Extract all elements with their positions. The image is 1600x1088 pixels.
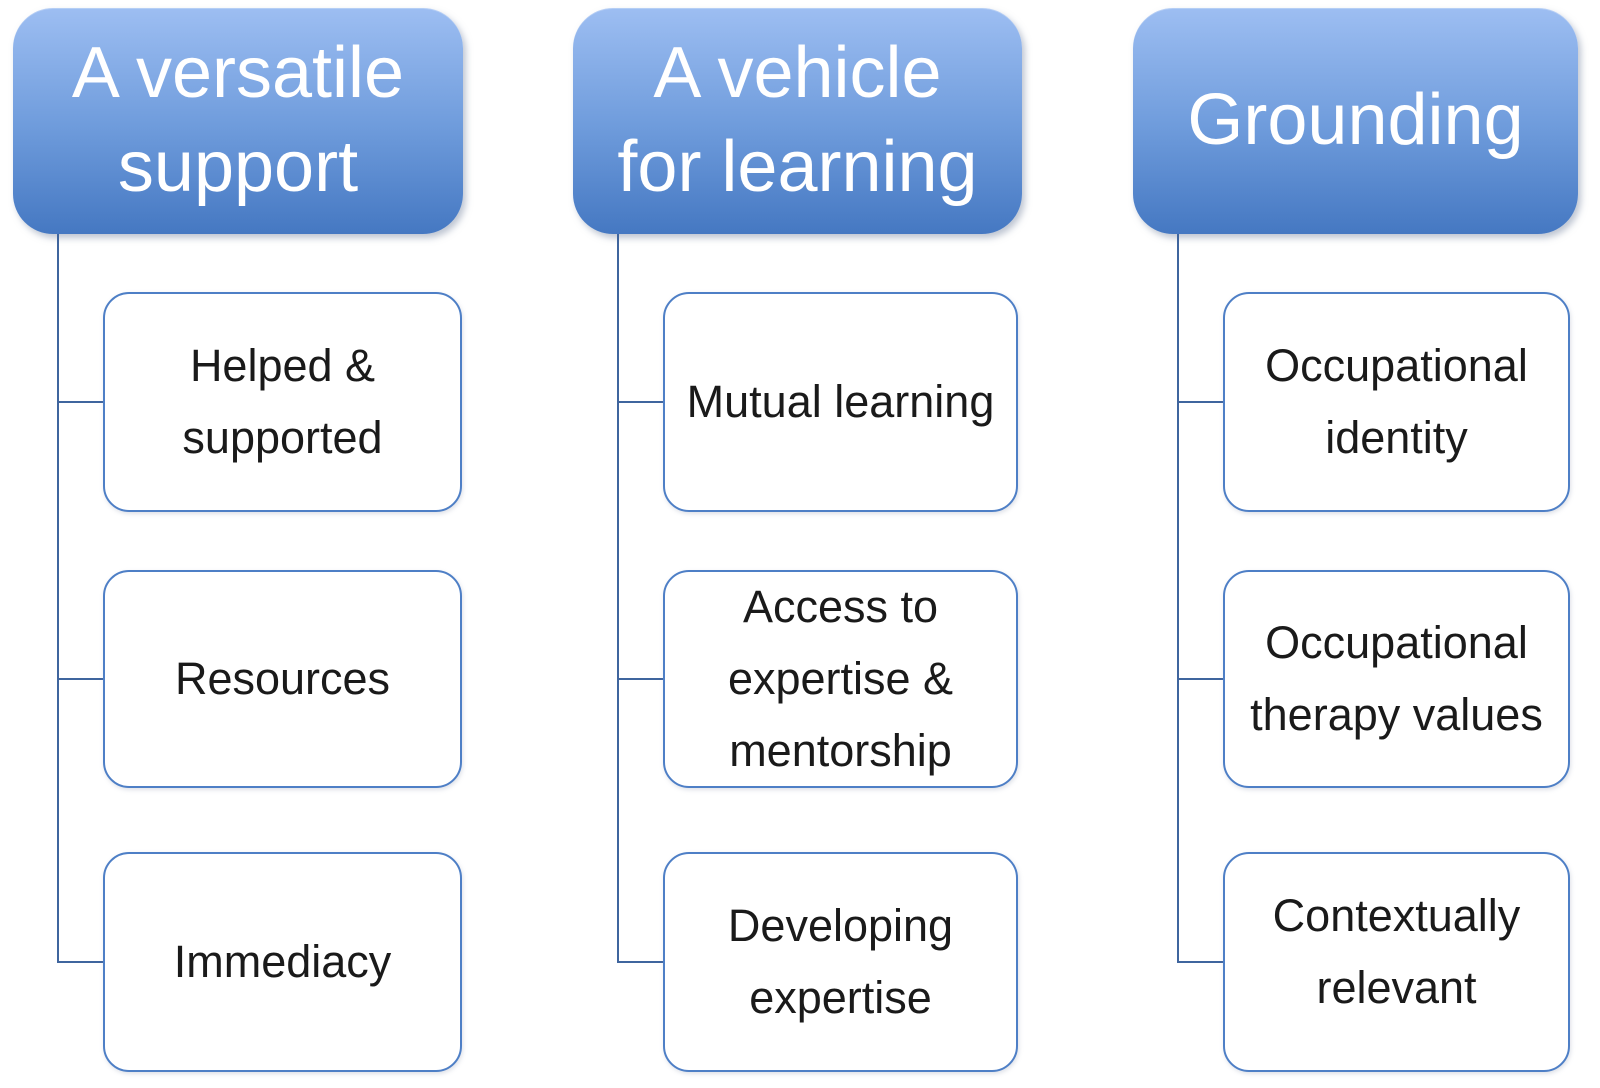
connector-line <box>617 678 663 680</box>
node-label: Developing expertise <box>727 900 954 1023</box>
node-label: Contextually relevant <box>1272 890 1521 1013</box>
node-label: Resources <box>174 653 391 704</box>
header-grounding: Grounding <box>1133 8 1578 234</box>
connector-line <box>1177 401 1223 403</box>
connector-line <box>1177 678 1223 680</box>
header-a-vehicle-for-learning: A vehicle for learning <box>573 8 1022 234</box>
connector-line <box>1177 234 1179 963</box>
header-line: support <box>117 127 359 207</box>
node-label: Mutual learning <box>686 376 995 427</box>
node-developing-expertise: Developing expertise <box>663 852 1018 1072</box>
node-helped-supported: Helped & supported <box>103 292 462 512</box>
node-label: Occupational identity <box>1265 340 1528 463</box>
header-line: Grounding <box>1187 80 1524 161</box>
node-resources: Resources <box>103 570 462 788</box>
node-label: Immediacy <box>173 936 392 987</box>
node-mutual-learning: Mutual learning <box>663 292 1018 512</box>
node-label: Access to expertise & mentorship <box>727 581 954 776</box>
connector-line <box>57 961 103 963</box>
header-a-versatile-support: A versatile support <box>13 8 463 234</box>
connector-line <box>617 961 663 963</box>
connector-line <box>617 234 619 963</box>
connector-line <box>57 678 103 680</box>
connector-line <box>57 401 103 403</box>
header-line: for learning <box>617 127 978 207</box>
connector-line <box>57 234 59 963</box>
header-line: A vehicle <box>653 33 942 114</box>
node-occupational-identity: Occupational identity <box>1223 292 1570 512</box>
node-access-to-expertise-mentorship: Access to expertise & mentorship <box>663 570 1018 788</box>
node-occupational-therapy-values: Occupational therapy values <box>1223 570 1570 788</box>
node-contextually-relevant: Contextually relevant <box>1223 852 1570 1072</box>
header-line: A versatile <box>71 33 405 114</box>
node-immediacy: Immediacy <box>103 852 462 1072</box>
node-label: Occupational therapy values <box>1250 617 1543 740</box>
connector-line <box>617 401 663 403</box>
connector-line <box>1177 961 1223 963</box>
node-label: Helped & supported <box>182 340 383 463</box>
